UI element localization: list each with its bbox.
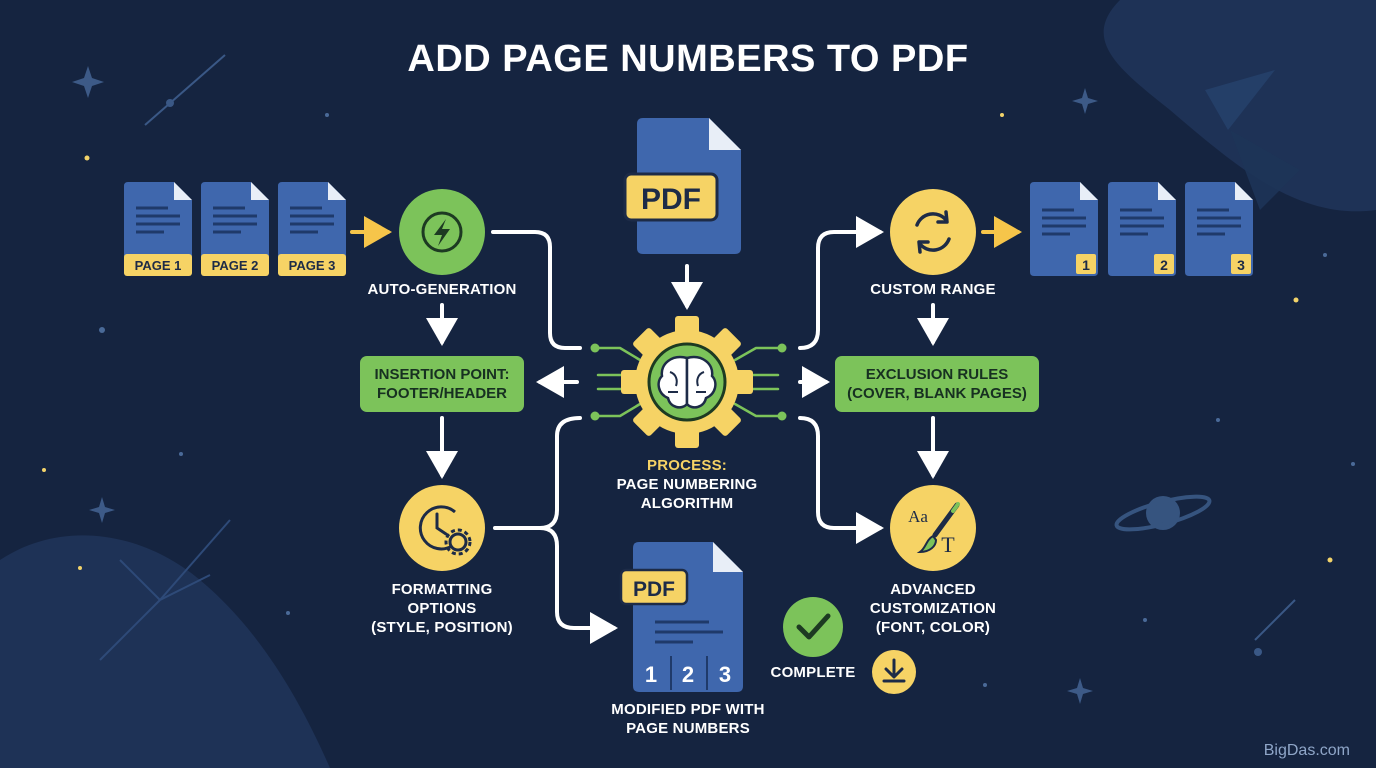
clock-gear-icon bbox=[399, 485, 485, 571]
numbered-page-icon: 2 bbox=[1108, 182, 1176, 276]
numbered-page-icon: 1 bbox=[1030, 182, 1098, 276]
label-line: (STYLE, POSITION) bbox=[371, 619, 513, 636]
font-icon-text: Aa bbox=[908, 507, 928, 526]
page-doc-icon: PAGE 1 bbox=[124, 182, 192, 276]
label-line: PROCESS: bbox=[647, 457, 727, 474]
page-number: 2 bbox=[1160, 257, 1168, 273]
process-label: PROCESS: PAGE NUMBERING ALGORITHM bbox=[587, 456, 787, 513]
label-line: FORMATTING bbox=[391, 581, 493, 598]
page-label: PAGE 2 bbox=[212, 258, 259, 273]
download-icon[interactable] bbox=[872, 650, 916, 694]
label-line: (FONT, COLOR) bbox=[875, 619, 991, 636]
modified-pdf-icon: PDF 1 2 3 bbox=[619, 542, 743, 692]
circuit-nodes bbox=[590, 343, 787, 421]
exclusion-rules-box: EXCLUSION RULES (COVER, BLANK PAGES) bbox=[835, 356, 1039, 412]
check-icon bbox=[783, 597, 843, 657]
page-number: 3 bbox=[719, 662, 731, 687]
refresh-icon bbox=[890, 189, 976, 275]
modified-pdf-label: MODIFIED PDF WITH PAGE NUMBERS bbox=[578, 700, 798, 738]
font-brush-icon: Aa T bbox=[890, 485, 976, 571]
label-line: CUSTOM RANGE bbox=[870, 281, 996, 298]
page-label: PAGE 1 bbox=[135, 258, 182, 273]
label-line: AUTO-GENERATION bbox=[367, 281, 517, 298]
label-line: (COVER, BLANK PAGES) bbox=[847, 385, 1027, 402]
custom-range-label: CUSTOM RANGE bbox=[833, 280, 1033, 299]
page-number: 1 bbox=[645, 662, 657, 687]
page-title: ADD PAGE NUMBERS TO PDF bbox=[407, 38, 969, 80]
page-doc-icon: PAGE 2 bbox=[201, 182, 269, 276]
label-line: COMPLETE bbox=[770, 664, 856, 681]
insertion-point-box: INSERTION POINT: FOOTER/HEADER bbox=[360, 356, 524, 412]
label-line: INSERTION POINT: bbox=[374, 366, 510, 383]
gear-brain-icon bbox=[621, 316, 753, 448]
label-line: ADVANCED bbox=[890, 581, 976, 598]
formatting-options-label: FORMATTING OPTIONS (STYLE, POSITION) bbox=[342, 580, 542, 637]
label-line: FOOTER/HEADER bbox=[376, 385, 507, 402]
watermark: BigDas.com bbox=[1263, 742, 1350, 759]
auto-generation-label: AUTO-GENERATION bbox=[342, 280, 542, 299]
connectors bbox=[426, 216, 949, 644]
label-line: CUSTOMIZATION bbox=[869, 600, 997, 617]
page-doc-icon: PAGE 3 bbox=[278, 182, 346, 276]
page-number: 2 bbox=[682, 662, 694, 687]
complete-label: COMPLETE bbox=[758, 663, 868, 682]
lightning-icon bbox=[399, 189, 485, 275]
output-pages: 1 2 3 bbox=[1030, 182, 1253, 276]
label-line: EXCLUSION RULES bbox=[865, 366, 1009, 383]
label-line: OPTIONS bbox=[407, 600, 477, 617]
font-icon-text: T bbox=[941, 532, 955, 557]
advanced-customization-label: ADVANCED CUSTOMIZATION (FONT, COLOR) bbox=[833, 580, 1033, 637]
pdf-label: PDF bbox=[633, 578, 675, 601]
label-line: MODIFIED PDF WITH bbox=[611, 701, 765, 718]
input-pdf-icon: PDF bbox=[623, 118, 741, 254]
label-line: PAGE NUMBERING bbox=[616, 476, 758, 493]
label-line: PAGE NUMBERS bbox=[626, 720, 750, 737]
page-number: 3 bbox=[1237, 257, 1245, 273]
page-number: 1 bbox=[1082, 257, 1090, 273]
numbered-page-icon: 3 bbox=[1185, 182, 1253, 276]
pdf-label: PDF bbox=[641, 183, 701, 216]
input-pages: PAGE 1 PAGE 2 PAGE 3 bbox=[124, 182, 346, 276]
page-label: PAGE 3 bbox=[289, 258, 336, 273]
label-line: ALGORITHM bbox=[640, 495, 734, 512]
